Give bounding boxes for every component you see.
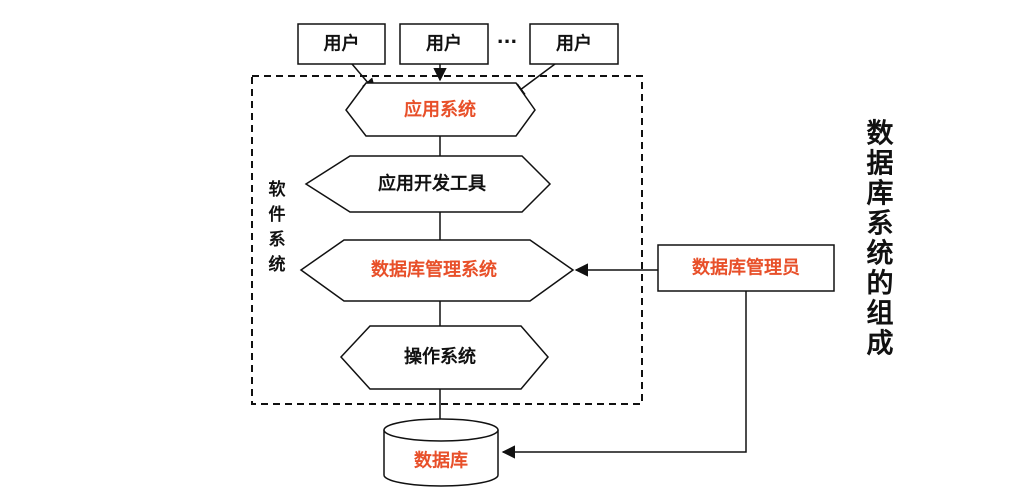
dev-tools-node: 应用开发工具 xyxy=(304,155,552,213)
software-system-label: 软 件 系 统 xyxy=(269,179,286,275)
software-system-char-1: 软 xyxy=(269,179,286,200)
software-system-char-2: 件 xyxy=(269,204,286,225)
arrow-dba-to-database xyxy=(501,291,747,459)
title-char-6: 的 xyxy=(867,268,894,300)
user-label-1: 用户 xyxy=(324,33,360,55)
database-label: 数据库 xyxy=(414,450,468,472)
diagram-title: 数 据 库 系 统 的 组 成 xyxy=(867,119,895,360)
title-char-7: 组 xyxy=(867,298,894,330)
operating-system-label: 操作系统 xyxy=(404,346,476,368)
software-system-char-3: 系 xyxy=(269,230,286,250)
dba-label: 数据库管理员 xyxy=(692,257,800,279)
operating-system-node: 操作系统 xyxy=(339,325,549,390)
user-label-2: 用户 xyxy=(426,33,462,55)
user-label-3: 用户 xyxy=(556,33,592,55)
dba-node: 数据库管理员 xyxy=(657,244,835,292)
user-box-2: 用户 xyxy=(399,23,489,65)
user-box-3: 用户 xyxy=(529,23,619,65)
dbms-node: 数据库管理系统 xyxy=(299,239,575,302)
software-system-boundary xyxy=(251,75,643,405)
title-char-4: 系 xyxy=(867,209,894,240)
user-ellipsis: ··· xyxy=(497,32,518,53)
dbms-label: 数据库管理系统 xyxy=(371,259,497,281)
software-system-char-4: 统 xyxy=(269,254,286,275)
title-char-1: 数 xyxy=(867,119,895,150)
title-char-8: 成 xyxy=(867,329,894,360)
application-system-node: 应用系统 xyxy=(345,82,536,137)
title-char-5: 统 xyxy=(867,238,894,270)
dev-tools-label: 应用开发工具 xyxy=(378,173,486,195)
user-box-1: 用户 xyxy=(297,23,386,65)
title-char-2: 据 xyxy=(867,149,894,180)
database-node: 数据库 xyxy=(383,418,499,487)
application-system-label: 应用系统 xyxy=(404,99,476,121)
title-char-3: 库 xyxy=(867,179,894,210)
